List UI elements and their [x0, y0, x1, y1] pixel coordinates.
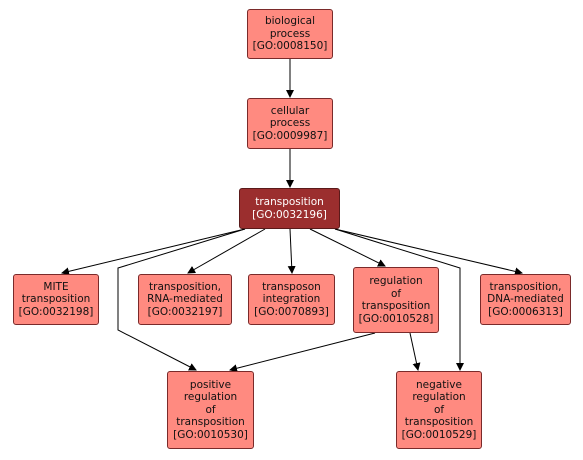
edge-regulation-to-positive: [229, 332, 376, 373]
node-label-line: process: [269, 117, 311, 130]
node-label-line: [GO:0010528]: [358, 312, 434, 325]
node-label-line: DNA-mediated: [487, 293, 564, 306]
node-label-line: RNA-mediated: [147, 293, 223, 306]
node-label-line: of: [205, 403, 216, 416]
node-label-line: negative: [416, 378, 462, 391]
node-label-line: MITE: [43, 280, 69, 293]
edge-transposition-to-rna: [187, 228, 266, 274]
node-label-line: [GO:0032198]: [18, 305, 94, 318]
node-transposition-dna-mediated[interactable]: transposition,DNA-mediated[GO:0006313]: [480, 274, 571, 325]
node-label-line: transposition: [361, 300, 431, 312]
edge-regulation-to-negative: [409, 332, 421, 371]
node-label-line: [GO:0070893]: [254, 305, 329, 318]
node-label-line: of: [433, 403, 445, 416]
node-label-line: cellular: [270, 104, 310, 117]
node-transposition[interactable]: transposition[GO:0032196]: [239, 188, 340, 229]
node-label-line: integration: [262, 293, 321, 306]
edge-transposition-to-dna: [334, 228, 523, 276]
edge-transposition-to-positive: [117, 228, 246, 371]
node-label-line: transposition,: [149, 280, 221, 293]
node-label-line: process: [269, 27, 311, 40]
node-label-line: transposon: [262, 280, 321, 293]
node-label-line: positive: [189, 378, 232, 391]
node-label-line: [GO:0008150]: [252, 40, 328, 53]
node-label-line: [GO:0010530]: [173, 428, 248, 441]
node-label-line: transposition: [255, 196, 324, 208]
node-label-line: [GO:0009987]: [252, 129, 328, 142]
edge-transposition-to-mite: [61, 228, 246, 276]
node-label-line: transposition,: [489, 280, 562, 293]
node-label-line: [GO:0032197]: [147, 305, 223, 318]
node-label-line: transposition: [404, 416, 474, 429]
node-label-line: [GO:0006313]: [488, 305, 563, 318]
node-transposition-rna-mediated[interactable]: transposition,RNA-mediated[GO:0032197]: [138, 274, 232, 325]
node-label-line: [GO:0010529]: [401, 428, 477, 441]
edge-transposition-to-regulation: [309, 228, 386, 267]
node-label-line: regulation: [183, 391, 238, 404]
edge-transposition-to-integration: [287, 228, 296, 274]
node-label-line: regulation: [369, 275, 423, 287]
node-label-line: transposition: [176, 416, 245, 429]
node-label-line: biological: [264, 15, 316, 28]
node-label-line: regulation: [412, 391, 466, 404]
node-label-line: transposition: [21, 293, 91, 306]
node-label-line: [GO:0032196]: [252, 208, 327, 221]
node-label-line: of: [390, 287, 402, 300]
edge-transposition-to-negative: [334, 228, 464, 371]
